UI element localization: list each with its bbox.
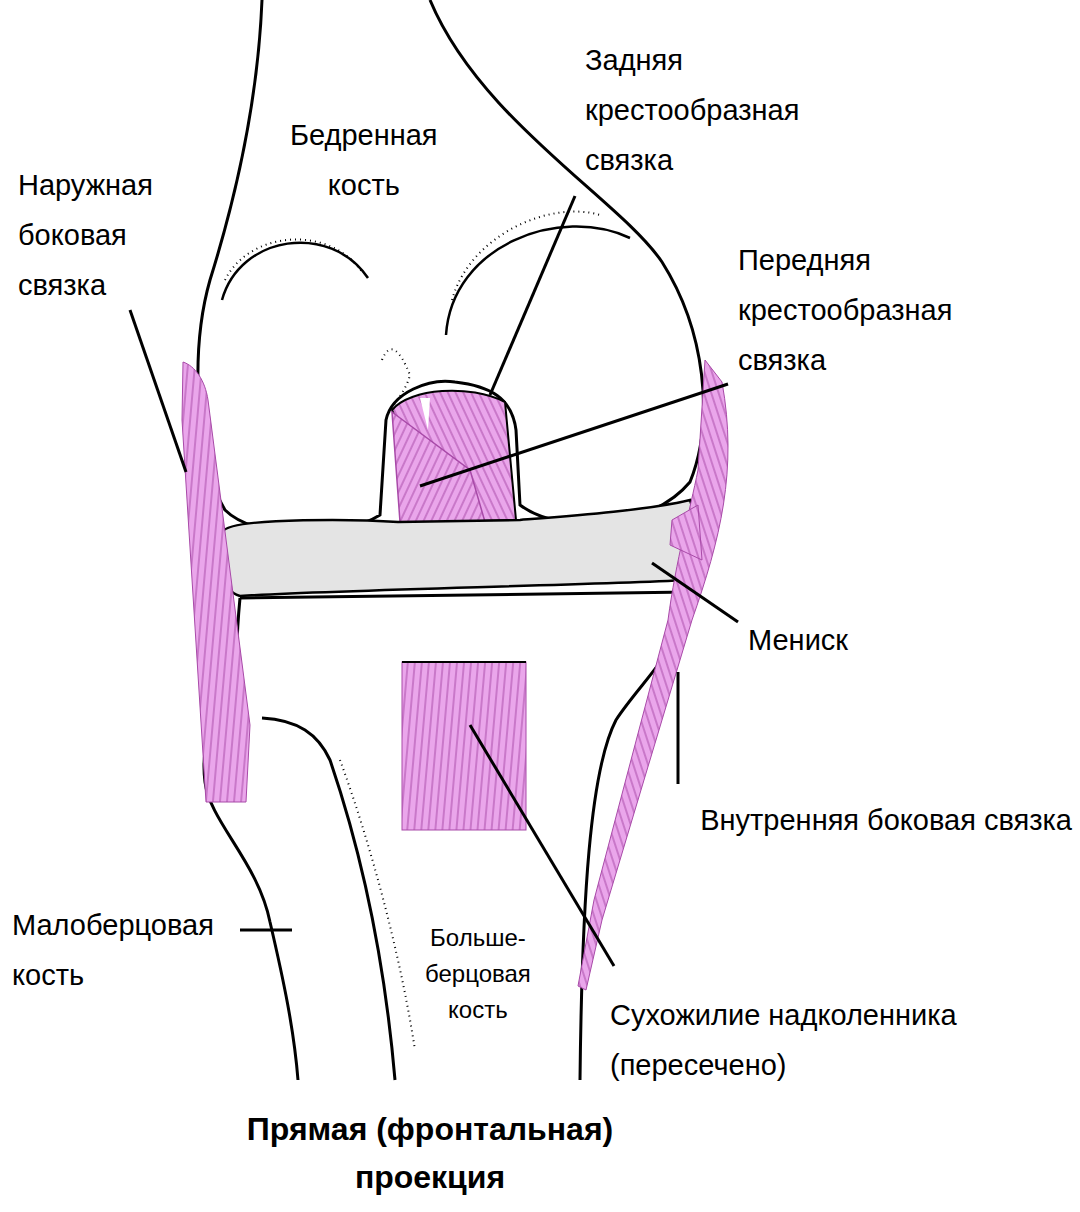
part-label: Малоберцовая кость — [12, 900, 214, 1000]
tibia-plateau — [240, 592, 690, 598]
leader-line — [240, 929, 292, 932]
part-label: Бедренная кость — [290, 110, 438, 210]
tendon-cut-edge — [402, 661, 526, 663]
femur-bone — [198, 0, 703, 533]
leader-line — [420, 384, 728, 486]
condyle-outline — [222, 243, 368, 300]
condyle-stipple — [225, 239, 362, 280]
leader-line — [677, 672, 680, 784]
lateral-collateral-ligament — [182, 362, 250, 802]
medial-collateral-ligament — [578, 360, 728, 990]
part-label: Передняя крестообразная связка — [738, 235, 952, 385]
part-label: Внутренняя боковая связка — [700, 795, 1072, 845]
patellar-tendon — [402, 662, 526, 830]
leader-line — [652, 563, 738, 622]
leader-line — [490, 196, 575, 395]
part-label: Больше- берцовая кость — [425, 920, 531, 1028]
meniscus — [218, 500, 702, 596]
tibia-outline — [262, 718, 395, 1080]
condyle-stipple — [452, 212, 600, 300]
notch-gap — [420, 398, 430, 430]
leader-line — [130, 310, 186, 472]
anterior-cruciate-ligament — [392, 412, 485, 522]
posterior-cruciate-ligament — [392, 391, 516, 522]
view-caption: Прямая (фронтальная) проекция — [220, 1105, 640, 1201]
part-label: Задняя крестообразная связка — [585, 35, 799, 185]
part-label: Наружная боковая связка — [18, 160, 153, 310]
part-label: Мениск — [748, 615, 848, 665]
medial-ligament-flap — [670, 505, 702, 560]
part-label: Сухожилие надколенника (пересечено) — [610, 990, 1050, 1090]
